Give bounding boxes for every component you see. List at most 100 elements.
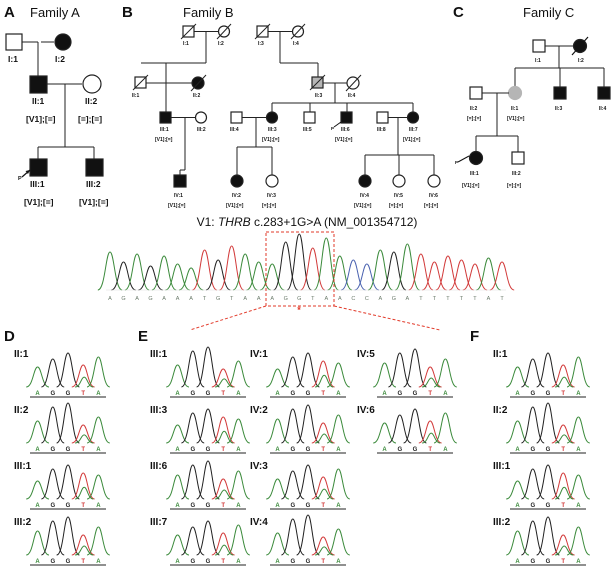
svg-text:G: G — [306, 503, 311, 509]
svg-text:A: A — [515, 447, 520, 453]
svg-text:G: G — [66, 559, 71, 565]
b-IV2-genotype: [V1];[=] — [226, 203, 244, 209]
variant-caption: V1: THRB c.283+1G>A (NM_001354712) — [197, 215, 418, 229]
svg-text:T: T — [81, 559, 85, 565]
sample-label: IV:5 — [357, 349, 375, 360]
svg-text:T: T — [321, 559, 325, 565]
b-IV4-genotype: [V1];[=] — [354, 203, 372, 209]
sequence-base: G — [148, 296, 152, 302]
b-I2-label: I:2 — [218, 41, 224, 47]
b-III2-label: III:2 — [197, 127, 206, 133]
c-II2-label: II:2 — [470, 106, 477, 112]
svg-text:G: G — [290, 559, 295, 565]
b-III5-label: III:5 — [303, 127, 312, 133]
sequence-base: G — [297, 296, 301, 302]
sample-label: II:1 — [14, 349, 29, 360]
svg-text:G: G — [190, 391, 195, 397]
b-I1-label: I:1 — [183, 41, 189, 47]
panel-label-d: D — [4, 328, 15, 345]
c-II2-genotype: [=];[=] — [467, 116, 482, 122]
sample-label: II:1 — [493, 349, 508, 360]
family-b-title: Family B — [183, 5, 234, 20]
svg-text:A: A — [236, 447, 241, 453]
b-II1-label: II:1 — [132, 93, 139, 99]
svg-text:T: T — [561, 503, 565, 509]
b-IV4-label: IV:4 — [360, 193, 369, 199]
sequence-base: A — [406, 296, 410, 302]
b-proband-p: P — [331, 126, 334, 131]
panel-label-c: C — [453, 4, 464, 21]
sequence-base: T — [446, 296, 450, 302]
sequence-base: G — [121, 296, 125, 302]
svg-text:T: T — [561, 391, 565, 397]
svg-text:T: T — [321, 447, 325, 453]
sequence-base: T — [433, 296, 437, 302]
c-III1-genotype: [V1];[=] — [462, 183, 480, 189]
svg-text:G: G — [190, 559, 195, 565]
svg-text:G: G — [290, 447, 295, 453]
sequence-base: G — [284, 296, 288, 302]
sequence-base: A — [108, 296, 112, 302]
sample-label: II:2 — [14, 405, 29, 416]
svg-text:A: A — [175, 391, 180, 397]
svg-text:A: A — [576, 447, 581, 453]
svg-text:T: T — [321, 503, 325, 509]
svg-text:A: A — [175, 559, 180, 565]
svg-text:T: T — [428, 447, 432, 453]
sample-label: III:6 — [150, 461, 168, 472]
sample-label: IV:2 — [250, 405, 268, 416]
c-III2-label: III:2 — [512, 171, 521, 177]
a-II1-label: II:1 — [32, 96, 45, 106]
sample-label: II:2 — [493, 405, 508, 416]
svg-text:G: G — [306, 559, 311, 565]
a-II1-genotype: [V1];[=] — [26, 114, 56, 124]
c-II4-label: II:4 — [599, 106, 606, 112]
a-I1 — [5, 33, 23, 51]
b-II4-label: II:4 — [348, 93, 355, 99]
svg-text:G: G — [546, 447, 551, 453]
svg-text:G: G — [290, 391, 295, 397]
b-IV5-genotype: [=];[=] — [389, 203, 404, 209]
sequence-base: A — [162, 296, 166, 302]
b-III4-label: III:4 — [230, 127, 239, 133]
a-III1-label: III:1 — [30, 179, 45, 189]
a-II1 — [29, 75, 48, 94]
svg-text:A: A — [35, 391, 40, 397]
svg-text:G: G — [413, 391, 418, 397]
svg-text:G: G — [397, 447, 402, 453]
b-I4-label: I:4 — [293, 41, 299, 47]
a-I2-label: I:2 — [55, 54, 65, 64]
svg-text:T: T — [81, 391, 85, 397]
panel-label-e: E — [138, 328, 148, 345]
svg-text:A: A — [236, 503, 241, 509]
svg-text:A: A — [236, 559, 241, 565]
svg-text:T: T — [561, 447, 565, 453]
svg-text:G: G — [206, 447, 211, 453]
b-IV3-label: IV:3 — [267, 193, 276, 199]
svg-text:T: T — [81, 447, 85, 453]
sample-label: III:7 — [150, 517, 168, 528]
sequence-base: T — [203, 296, 207, 302]
svg-text:A: A — [515, 391, 520, 397]
svg-text:G: G — [50, 447, 55, 453]
svg-text:G: G — [66, 503, 71, 509]
svg-text:T: T — [428, 391, 432, 397]
svg-text:A: A — [96, 447, 101, 453]
c-II1-genotype: [V1];[=] — [507, 116, 525, 122]
a-III1 — [29, 158, 48, 177]
svg-text:A: A — [336, 503, 341, 509]
svg-text:A: A — [35, 559, 40, 565]
main-chromatogram — [97, 233, 515, 291]
a-II2 — [82, 74, 102, 94]
svg-text:A: A — [35, 447, 40, 453]
b-IV1-label: IV:1 — [174, 193, 183, 199]
svg-text:G: G — [306, 391, 311, 397]
